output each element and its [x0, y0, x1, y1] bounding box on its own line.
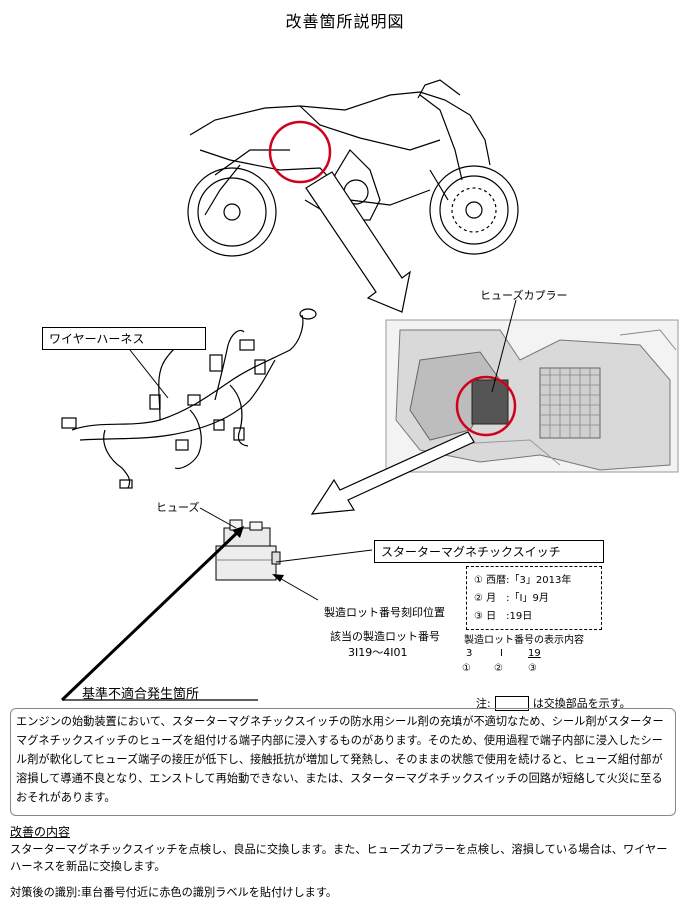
- lot-legend-line2: ② 月 :「I」9月: [474, 593, 549, 604]
- harness-callout-line: [129, 349, 169, 399]
- identification-text: 対策後の識別:車台番号付近に赤色の識別ラベルを貼付けします。: [10, 886, 338, 899]
- highlight-circle-seat: [268, 120, 332, 184]
- fuse-label: ヒューズ: [156, 501, 200, 514]
- replacement-note: 注: は交換部品を示す。: [476, 695, 631, 711]
- wire-harness-illustration: [61, 308, 317, 489]
- improvement-text: スターターマグネチックスイッチを点検し、良品に交換します。また、ヒューズカプラー…: [10, 843, 668, 873]
- starter-switch-label: スターターマグネチックスイッチ: [374, 540, 604, 563]
- lot-mark-1: ①: [462, 663, 471, 674]
- description-text: エンジンの始動装置において、スターターマグネチックスイッチの防水用シール剤の充填…: [16, 715, 664, 804]
- starter-switch-illustration: [215, 519, 281, 581]
- lot-legend-line3: ③ 日 :19日: [474, 611, 533, 622]
- applicable-lot-range: 3I19～4I01: [348, 646, 408, 659]
- switch-callout-line: [275, 549, 373, 563]
- wire-harness-label: ワイヤーハーネス: [42, 327, 206, 350]
- lot-sample-month: I: [500, 648, 503, 659]
- lot-display-title: 製造ロット番号の表示内容: [464, 635, 584, 646]
- lot-stamp-position-label: 製造ロット番号刻印位置: [324, 606, 445, 619]
- lot-legend-line1: ① 西暦:「3」2013年: [474, 575, 572, 586]
- defect-location-label: 基準不適合発生箇所: [82, 687, 200, 702]
- note-prefix: 注:: [476, 697, 491, 710]
- lot-stamp-arrow: [272, 574, 319, 601]
- lot-mark-3: ③: [528, 663, 537, 674]
- defect-pointer-arrow: [60, 526, 258, 702]
- page-title: 改善箇所説明図: [285, 12, 405, 31]
- improvement-heading: 改善の内容: [10, 825, 71, 839]
- arrow-to-switch: [310, 431, 475, 515]
- note-suffix: は交換部品を示す。: [532, 697, 631, 710]
- lot-mark-2: ②: [494, 663, 503, 674]
- fuse-coupler-label: ヒューズカプラー: [480, 289, 568, 302]
- description-box: [10, 708, 676, 816]
- fuse-coupler-callout-line: [491, 299, 517, 393]
- highlight-circle-fuse-coupler: [455, 375, 517, 437]
- lot-legend-box: [466, 566, 602, 630]
- note-sample-box: [494, 695, 529, 711]
- arrow-to-photo: [305, 171, 411, 313]
- fuse-callout-line: [199, 507, 237, 529]
- lot-sample-year: 3: [466, 648, 473, 659]
- applicable-lot-title: 該当の製造ロット番号: [330, 630, 440, 643]
- motorcycle-illustration: [187, 79, 519, 257]
- lot-sample-day: 19: [528, 648, 541, 659]
